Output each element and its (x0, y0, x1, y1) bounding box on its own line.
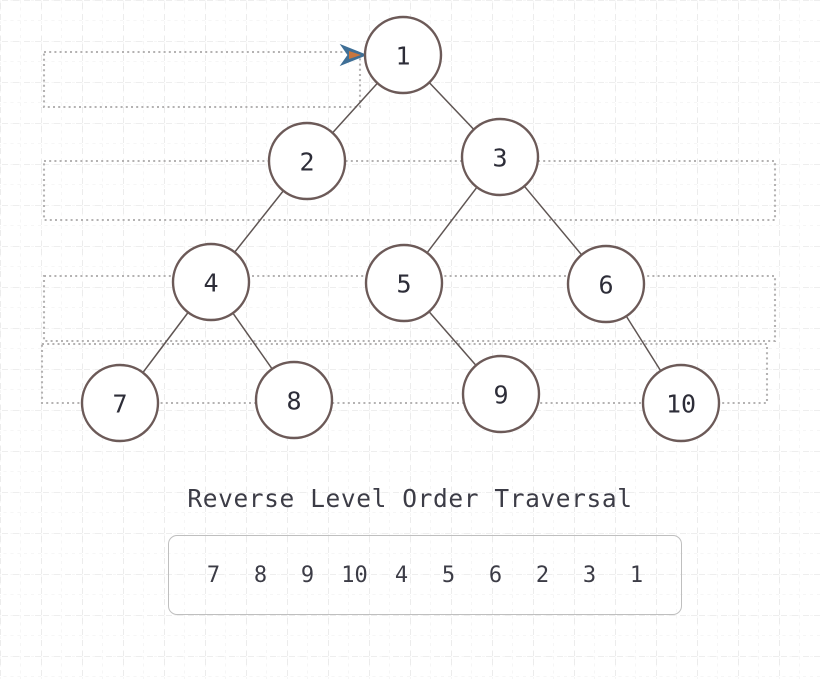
tree-node-5[interactable]: 5 (364, 243, 444, 323)
tree-edge-4-7 (142, 311, 189, 374)
tree-node-10[interactable]: 10 (641, 363, 721, 443)
tree-edge-3-5 (426, 186, 478, 254)
node-circle-3[interactable] (460, 117, 540, 197)
node-circle-9[interactable] (461, 354, 541, 434)
traversal-sequence-item: 1 (629, 562, 644, 588)
current-node-pointer-group (339, 43, 368, 67)
traversal-sequence-item: 5 (441, 562, 456, 588)
level-highlight-box-1 (42, 50, 362, 109)
node-circle-1[interactable] (363, 15, 443, 95)
traversal-sequence-item: 3 (582, 562, 597, 588)
tree-edge-2-4 (234, 190, 284, 253)
node-circle-7[interactable] (80, 363, 160, 443)
tree-node-2[interactable]: 2 (267, 121, 347, 201)
current-node-arrow-highlight-icon (349, 51, 361, 59)
traversal-sequence-item: 10 (341, 562, 368, 588)
node-circle-6[interactable] (566, 244, 646, 324)
node-label-1: 1 (395, 42, 410, 71)
tree-edge-1-2 (331, 82, 379, 134)
tree-edge-6-10 (625, 315, 662, 372)
tree-node-1[interactable]: 1 (363, 15, 443, 95)
tree-edges-group (142, 82, 662, 374)
tree-node-9[interactable]: 9 (461, 354, 541, 434)
traversal-sequence-item: 2 (535, 562, 550, 588)
level-highlight-box-2 (42, 159, 777, 222)
tree-edge-4-8 (232, 312, 273, 370)
node-circle-8[interactable] (254, 360, 334, 440)
traversal-sequence-item: 4 (394, 562, 409, 588)
tree-node-8[interactable]: 8 (254, 360, 334, 440)
traversal-sequence-item: 8 (253, 562, 268, 588)
node-circle-4[interactable] (171, 242, 251, 322)
tree-edge-1-3 (428, 82, 475, 130)
node-label-4: 4 (203, 269, 218, 298)
node-label-6: 6 (598, 271, 613, 300)
traversal-sequence-item: 6 (488, 562, 503, 588)
tree-node-7[interactable]: 7 (80, 363, 160, 443)
node-label-10: 10 (666, 390, 696, 419)
tree-edge-3-6 (523, 185, 583, 256)
level-boxes-group (40, 50, 777, 405)
tree-node-6[interactable]: 6 (566, 244, 646, 324)
node-label-8: 8 (286, 387, 301, 416)
node-label-5: 5 (396, 270, 411, 299)
node-label-7: 7 (112, 390, 127, 419)
node-label-2: 2 (299, 148, 314, 177)
node-circle-10[interactable] (641, 363, 721, 443)
node-label-3: 3 (492, 144, 507, 173)
tree-node-3[interactable]: 3 (460, 117, 540, 197)
traversal-sequence-list: 7 8 9 10 4 5 6 2 3 1 (190, 563, 660, 588)
page-title: Reverse Level Order Traversal (187, 484, 633, 513)
tree-node-4[interactable]: 4 (171, 242, 251, 322)
tree-edge-5-9 (428, 311, 477, 366)
level-highlight-box-4 (40, 342, 769, 405)
node-label-9: 9 (493, 381, 508, 410)
node-circle-5[interactable] (364, 243, 444, 323)
tree-nodes-group: 1 2 3 4 5 6 7 8 9 10 (80, 15, 721, 443)
traversal-result-box: 7 8 9 10 4 5 6 2 3 1 (168, 535, 682, 615)
traversal-sequence-item: 9 (300, 562, 315, 588)
traversal-sequence-item: 7 (206, 562, 221, 588)
node-circle-2[interactable] (267, 121, 347, 201)
